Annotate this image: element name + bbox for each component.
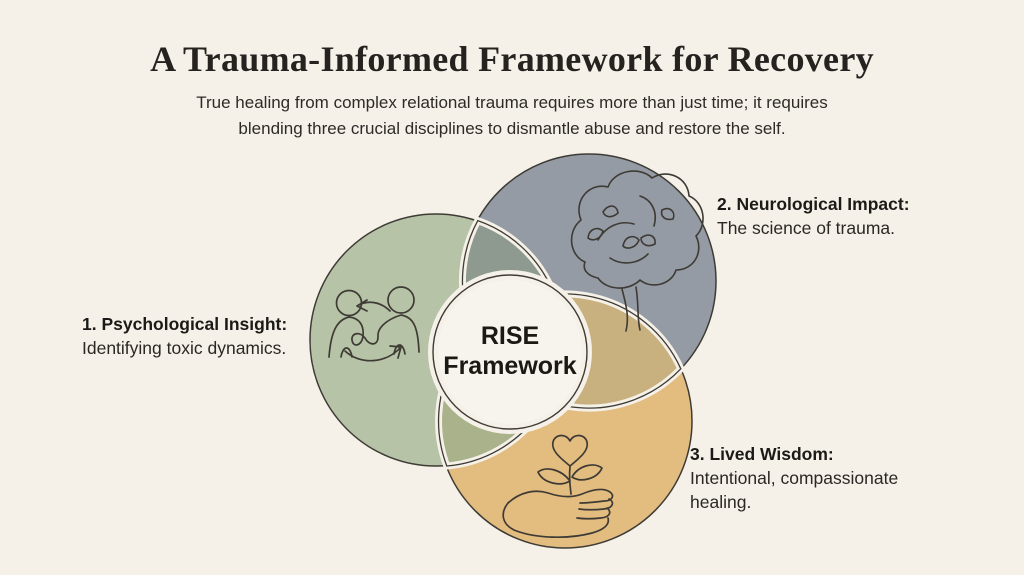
subtitle-line-2: blending three crucial disciplines to di… xyxy=(238,119,786,138)
center-framework-label: RISE Framework xyxy=(425,321,595,381)
label-lived-desc: Intentional, compassionate healing. xyxy=(690,468,899,512)
label-psychological-title: 1. Psychological Insight: xyxy=(82,314,288,334)
page-title: A Trauma-Informed Framework for Recovery xyxy=(150,39,874,79)
label-lived-title: 3. Lived Wisdom: xyxy=(690,444,834,464)
people-scribble-loop-right xyxy=(393,344,406,355)
label-psychological-desc: Identifying toxic dynamics. xyxy=(82,338,287,358)
canopy-swirl-2 xyxy=(639,195,656,227)
page-subtitle: True healing from complex relational tra… xyxy=(0,90,1024,142)
hand-finger-line-2 xyxy=(576,507,611,520)
center-circle-outline xyxy=(432,274,588,430)
center-circle xyxy=(428,270,592,434)
plant-leaf-left xyxy=(537,468,571,485)
label-neurological-title: 2. Neurological Impact: xyxy=(717,194,910,214)
tree-leaf-3 xyxy=(622,235,640,249)
tree-leaf-5 xyxy=(587,227,604,241)
tree-trunk-right xyxy=(635,286,641,331)
label-neurological-desc: The science of trauma. xyxy=(717,218,895,238)
brain-tree-icon xyxy=(570,170,704,332)
plant-leaf-right xyxy=(571,464,603,481)
label-neurological-impact: 2. Neurological Impact: The science of t… xyxy=(717,192,910,240)
person-right-head xyxy=(387,286,415,314)
label-lived-wisdom: 3. Lived Wisdom: Intentional, compassion… xyxy=(690,442,928,514)
center-label-line-2: Framework xyxy=(443,352,577,380)
hand-plant-icon xyxy=(502,434,614,539)
arrow-bottom-right xyxy=(344,345,402,362)
tree-canopy xyxy=(570,170,704,289)
canopy-swirl-3 xyxy=(609,253,649,264)
tree-trunk-left xyxy=(621,288,629,332)
hand-top-edge xyxy=(507,488,614,504)
people-scribble-loop-left xyxy=(340,347,353,358)
heart-bloom xyxy=(551,434,589,467)
label-psychological-insight: 1. Psychological Insight: Identifying to… xyxy=(82,312,287,360)
arrow-top-left xyxy=(356,299,391,312)
people-exchange-icon xyxy=(328,286,420,362)
tree-leaf-2 xyxy=(640,234,656,247)
people-bodies-scribble xyxy=(328,314,420,358)
tree-leaf-1 xyxy=(602,205,619,218)
subtitle-line-1: True healing from complex relational tra… xyxy=(196,93,828,112)
tree-leaf-4 xyxy=(660,207,675,221)
center-label-line-1: RISE xyxy=(480,322,540,350)
hand-finger-line-1 xyxy=(578,498,614,511)
hand-palm-wrist xyxy=(502,502,610,539)
